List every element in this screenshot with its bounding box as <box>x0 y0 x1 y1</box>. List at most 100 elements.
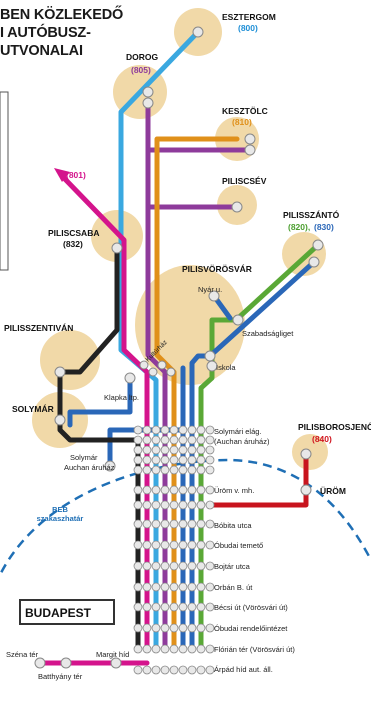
stop-kultura-2[interactable] <box>148 367 158 377</box>
stop-dot-r3-c4[interactable] <box>169 455 179 465</box>
stop-pilisborosjeno[interactable] <box>300 448 312 460</box>
stop-kesztolc-2[interactable] <box>244 144 256 156</box>
stop-dot-r1-c7[interactable] <box>196 435 206 445</box>
stop-dot-r5-c4[interactable] <box>169 485 179 495</box>
stop-dot-r12-c6[interactable] <box>187 623 197 633</box>
stop-dot-r1-c2[interactable] <box>151 435 161 445</box>
stop-dot-r11-c2[interactable] <box>151 602 161 612</box>
stop-dot-r6-c6[interactable] <box>187 500 197 510</box>
stop-dot-r13-c6[interactable] <box>187 644 197 654</box>
stop-dot-end-r0[interactable] <box>205 425 215 435</box>
stop-dot-r3-c6[interactable] <box>187 455 197 465</box>
stop-dot-r8-c1[interactable] <box>142 540 152 550</box>
stop-dot-r2-c7[interactable] <box>196 445 206 455</box>
stop-dot-r14-c4[interactable] <box>169 665 179 675</box>
stop-dot-r0-c6[interactable] <box>187 425 197 435</box>
stop-dot-r11-c4[interactable] <box>169 602 179 612</box>
stop-dot-r4-c5[interactable] <box>178 465 188 475</box>
stop-dot-r5-c0[interactable] <box>133 485 143 495</box>
stop-dot-r1-c4[interactable] <box>169 435 179 445</box>
stop-dot-r7-c2[interactable] <box>151 519 161 529</box>
stop-dot-r14-c3[interactable] <box>160 665 170 675</box>
stop-piliscsev[interactable] <box>231 201 243 213</box>
stop-pilisszentivan[interactable] <box>54 366 66 378</box>
stop-dot-r7-c6[interactable] <box>187 519 197 529</box>
stop-dot-r8-c5[interactable] <box>178 540 188 550</box>
stop-dot-r6-c1[interactable] <box>142 500 152 510</box>
stop-dot-r8-c6[interactable] <box>187 540 197 550</box>
stop-dot-r2-c6[interactable] <box>187 445 197 455</box>
stop-dot-r0-c3[interactable] <box>160 425 170 435</box>
stop-kesztolc-1[interactable] <box>244 133 256 145</box>
stop-dorog-2[interactable] <box>142 97 154 109</box>
stop-dot-r8-c2[interactable] <box>151 540 161 550</box>
stop-dot-r2-c3[interactable] <box>160 445 170 455</box>
stop-dot-r6-c7[interactable] <box>196 500 206 510</box>
stop-dot-r0-c5[interactable] <box>178 425 188 435</box>
stop-dot-r3-c3[interactable] <box>160 455 170 465</box>
stop-dot-end-r5[interactable] <box>205 485 215 495</box>
stop-pilisszanto-1[interactable] <box>312 239 324 251</box>
stop-dot-r2-c1[interactable] <box>142 445 152 455</box>
stop-dot-r0-c0[interactable] <box>133 425 143 435</box>
stop-dot-end-r2[interactable] <box>205 445 215 455</box>
stop-dot-r11-c0[interactable] <box>133 602 143 612</box>
stop-dot-r14-c5[interactable] <box>178 665 188 675</box>
stop-dot-r12-c7[interactable] <box>196 623 206 633</box>
stop-dot-end-r6[interactable] <box>205 500 215 510</box>
stop-solymar[interactable] <box>54 414 66 426</box>
stop-dot-r12-c5[interactable] <box>178 623 188 633</box>
stop-dot-r9-c5[interactable] <box>178 561 188 571</box>
stop-dot-end-r11[interactable] <box>205 602 215 612</box>
stop-dot-r0-c4[interactable] <box>169 425 179 435</box>
stop-dot-r14-c0[interactable] <box>133 665 143 675</box>
stop-dot-r3-c1[interactable] <box>142 455 152 465</box>
stop-dot-r14-c6[interactable] <box>187 665 197 675</box>
stop-nyar-u[interactable] <box>208 290 220 302</box>
stop-dot-r13-c7[interactable] <box>196 644 206 654</box>
stop-dot-end-r13[interactable] <box>205 644 215 654</box>
stop-dot-r10-c5[interactable] <box>178 582 188 592</box>
stop-dot-r2-c2[interactable] <box>151 445 161 455</box>
stop-piliscsaba[interactable] <box>111 242 123 254</box>
stop-dot-r5-c2[interactable] <box>151 485 161 495</box>
stop-szena-ter[interactable] <box>34 657 46 669</box>
stop-dot-r13-c5[interactable] <box>178 644 188 654</box>
stop-dot-r2-c0[interactable] <box>133 445 143 455</box>
stop-dorog-1[interactable] <box>142 86 154 98</box>
stop-dot-r9-c0[interactable] <box>133 561 143 571</box>
stop-dot-r5-c7[interactable] <box>196 485 206 495</box>
stop-dot-r12-c4[interactable] <box>169 623 179 633</box>
stop-kultura-1[interactable] <box>139 360 149 370</box>
stop-dot-r10-c1[interactable] <box>142 582 152 592</box>
stop-dot-r13-c0[interactable] <box>133 644 143 654</box>
stop-dot-r1-c3[interactable] <box>160 435 170 445</box>
stop-solymar-auchan[interactable] <box>104 460 116 472</box>
stop-urom[interactable] <box>300 484 312 496</box>
stop-batthyany[interactable] <box>60 657 72 669</box>
stop-dot-r7-c4[interactable] <box>169 519 179 529</box>
stop-dot-r11-c3[interactable] <box>160 602 170 612</box>
stop-dot-r7-c5[interactable] <box>178 519 188 529</box>
stop-dot-r9-c1[interactable] <box>142 561 152 571</box>
stop-dot-r11-c1[interactable] <box>142 602 152 612</box>
stop-iskola-2[interactable] <box>206 360 218 372</box>
stop-dot-r10-c0[interactable] <box>133 582 143 592</box>
stop-dot-r6-c5[interactable] <box>178 500 188 510</box>
stop-dot-r9-c4[interactable] <box>169 561 179 571</box>
stop-dot-r7-c3[interactable] <box>160 519 170 529</box>
stop-klapka[interactable] <box>124 372 136 384</box>
stop-dot-end-r8[interactable] <box>205 540 215 550</box>
stop-dot-r12-c2[interactable] <box>151 623 161 633</box>
stop-dot-end-r10[interactable] <box>205 582 215 592</box>
stop-dot-r12-c3[interactable] <box>160 623 170 633</box>
stop-dot-end-r7[interactable] <box>205 519 215 529</box>
stop-pilisszanto-2[interactable] <box>308 256 320 268</box>
stop-esztergom[interactable] <box>192 26 204 38</box>
stop-dot-r3-c0[interactable] <box>133 455 143 465</box>
stop-dot-end-r4[interactable] <box>205 465 215 475</box>
stop-iskola-1[interactable] <box>204 350 216 362</box>
stop-dot-r5-c1[interactable] <box>142 485 152 495</box>
stop-dot-r13-c3[interactable] <box>160 644 170 654</box>
stop-dot-r6-c0[interactable] <box>133 500 143 510</box>
